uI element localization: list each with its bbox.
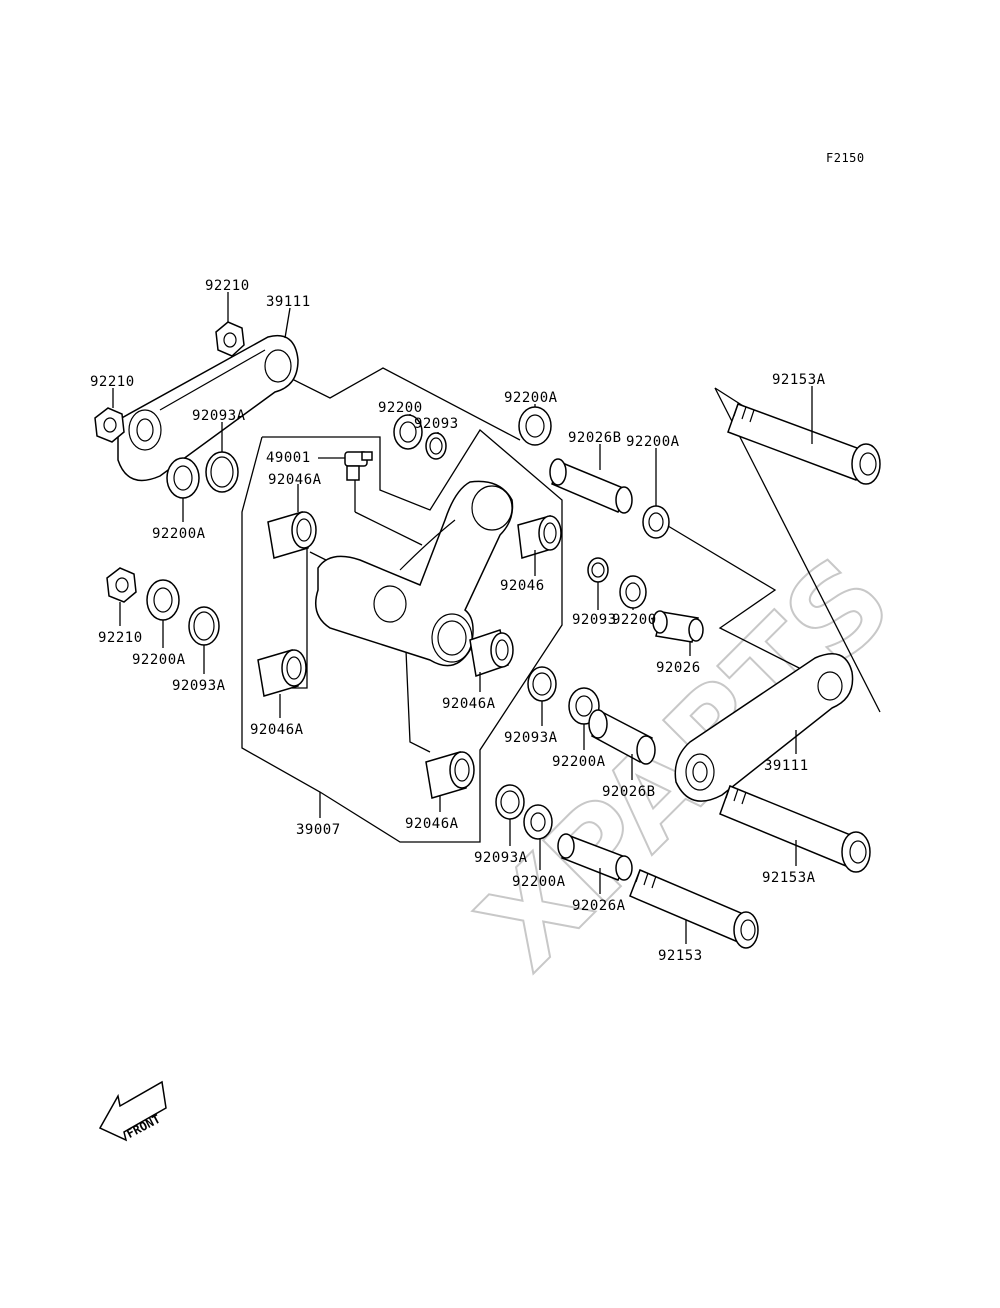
- label-39111-top: 39111: [266, 294, 311, 310]
- collar-92026B-top: [549, 458, 633, 514]
- label-92093A-mid: 92093A: [504, 730, 558, 746]
- collar-92026: [652, 610, 704, 643]
- collar-92026B-mid: [588, 709, 656, 765]
- washer-92200A-low: [146, 579, 180, 621]
- washer-92200A-1: [166, 457, 200, 499]
- bearing-92046A-1: [267, 511, 317, 559]
- bearing-92046: [517, 515, 562, 559]
- label-92093A-low: 92093A: [172, 678, 226, 694]
- grease-nipple-49001: [344, 451, 373, 481]
- label-39111-right: 39111: [764, 758, 809, 774]
- bolt-92153A-top: [727, 403, 881, 485]
- label-92200A-bot: 92200A: [512, 874, 566, 890]
- leader-lines: [112, 292, 813, 944]
- label-92200-mid: 92200: [612, 612, 657, 628]
- assembly-guide-lines: [241, 367, 881, 843]
- washer-92200A-bot: [523, 804, 553, 840]
- collar-92026A: [557, 833, 633, 881]
- label-92026: 92026: [656, 660, 701, 676]
- label-92046: 92046: [500, 578, 545, 594]
- front-arrow-icon: FRONT: [98, 1080, 167, 1142]
- label-92200A-1: 92200A: [152, 526, 206, 542]
- label-92093A-1: 92093A: [192, 408, 246, 424]
- collar-92093-mid: [587, 557, 609, 583]
- label-49001: 49001: [266, 450, 311, 466]
- bearing-92046A-4: [425, 751, 475, 799]
- bearing-92046A-3: [469, 629, 514, 677]
- collar-92093A-bot: [495, 784, 525, 820]
- label-39007: 39007: [296, 822, 341, 838]
- nut-92210-low: [106, 567, 137, 603]
- label-92093-mid: 92093: [572, 612, 617, 628]
- figure-code: F2150: [826, 151, 865, 165]
- label-92026B-top: 92026B: [568, 430, 622, 446]
- nut-92210-top: [215, 321, 245, 357]
- washer-92200-top: [393, 414, 423, 450]
- label-92153: 92153: [658, 948, 703, 964]
- label-92026A: 92026A: [572, 898, 626, 914]
- label-92200A-top: 92200A: [504, 390, 558, 406]
- bearing-92046A-2: [257, 649, 307, 697]
- label-92046A-3: 92046A: [442, 696, 496, 712]
- bolt-92153A-bot: [719, 785, 871, 873]
- label-92093A-bot: 92093A: [474, 850, 528, 866]
- label-92093-top: 92093: [414, 416, 459, 432]
- label-92046A-4: 92046A: [405, 816, 459, 832]
- label-92210-low: 92210: [98, 630, 143, 646]
- label-92200A-right: 92200A: [626, 434, 680, 450]
- label-92200-top: 92200: [378, 400, 423, 416]
- nut-92210-left: [94, 407, 125, 443]
- label-92210-left: 92210: [90, 374, 135, 390]
- label-92153A-bot: 92153A: [762, 870, 816, 886]
- part-labels: 92210 39111 92210 92093A 92200A 49001 92…: [90, 278, 826, 964]
- washer-92200A-top: [518, 406, 552, 446]
- rod-39111-right: [674, 653, 854, 802]
- bolt-92153: [629, 869, 759, 949]
- label-92200A-mid: 92200A: [552, 754, 606, 770]
- rocker-arm-39007: [315, 480, 514, 667]
- label-92046A-2: 92046A: [250, 722, 304, 738]
- label-92210-top: 92210: [205, 278, 250, 294]
- washer-92200A-right: [642, 505, 670, 539]
- washer-92200-mid: [619, 575, 647, 609]
- label-92026B-mid: 92026B: [602, 784, 656, 800]
- label-92153A-top: 92153A: [772, 372, 826, 388]
- label-92046A-1: 92046A: [268, 472, 322, 488]
- collar-92093A-mid: [527, 666, 557, 702]
- part-shapes: [94, 321, 881, 949]
- rod-39111-top: [117, 335, 299, 482]
- collar-92093-top: [425, 432, 447, 460]
- label-92200A-low: 92200A: [132, 652, 186, 668]
